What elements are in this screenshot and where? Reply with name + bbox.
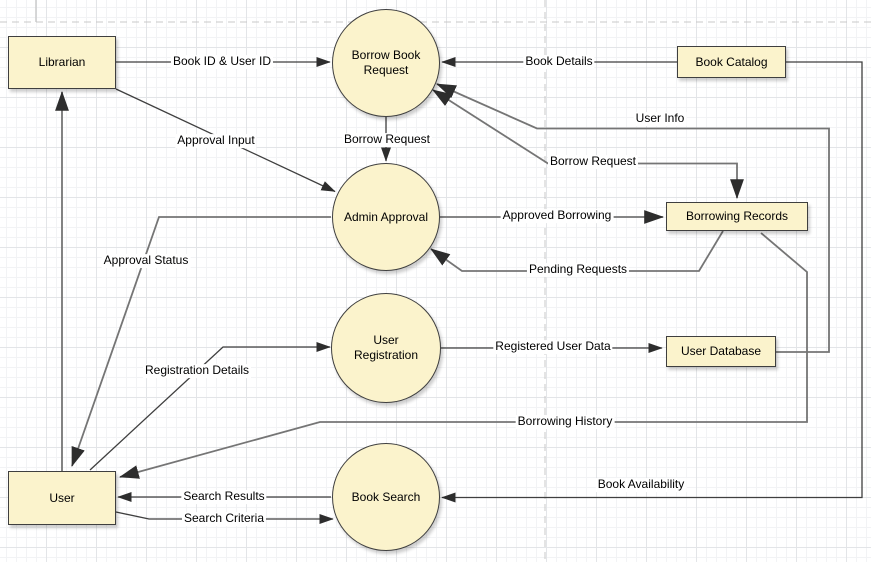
node-book-search-label: Book Search bbox=[351, 489, 421, 504]
flow-label-approved-borrowing[interactable]: Approved Borrowing bbox=[500, 208, 614, 223]
node-user-database[interactable]: User Database bbox=[666, 336, 776, 367]
flow-label-user-info[interactable]: User Info bbox=[633, 111, 687, 126]
flow-label-search-results[interactable]: Search Results bbox=[181, 489, 267, 504]
node-book-catalog[interactable]: Book Catalog bbox=[677, 46, 786, 78]
flow-label-pending-requests[interactable]: Pending Requests bbox=[526, 262, 630, 277]
flow-approval-status-line bbox=[71, 216, 331, 467]
node-librarian-label: Librarian bbox=[38, 55, 86, 69]
flow-label-book-details[interactable]: Book Details bbox=[523, 54, 595, 69]
flow-label-registered-user-data[interactable]: Registered User Data bbox=[493, 339, 613, 354]
node-book-search[interactable]: Book Search bbox=[332, 443, 440, 551]
flow-label-registration-details[interactable]: Registration Details bbox=[142, 363, 252, 378]
node-borrowing-records[interactable]: Borrowing Records bbox=[666, 202, 808, 231]
node-user[interactable]: User bbox=[8, 471, 116, 525]
flow-borrowing-history-line bbox=[119, 232, 808, 479]
flow-label-borrow-request-records[interactable]: Borrow Request bbox=[547, 154, 639, 169]
node-borrow-book-request-label: Borrow Book Request bbox=[351, 48, 421, 77]
flow-label-borrowing-history[interactable]: Borrowing History bbox=[515, 414, 615, 429]
flow-label-search-criteria[interactable]: Search Criteria bbox=[181, 511, 267, 526]
node-user-registration[interactable]: User Registration bbox=[331, 293, 441, 403]
node-user-label: User bbox=[49, 490, 75, 505]
node-librarian[interactable]: Librarian bbox=[8, 36, 116, 89]
node-user-database-label: User Database bbox=[680, 344, 762, 358]
flow-book-availability-line bbox=[441, 61, 863, 503]
flow-search-criteria-line bbox=[115, 511, 334, 525]
node-book-catalog-label: Book Catalog bbox=[695, 54, 768, 69]
node-user-registration-label: User Registration bbox=[353, 333, 419, 362]
flow-label-book-availability[interactable]: Book Availability bbox=[595, 477, 687, 492]
flow-label-borrow-request[interactable]: Borrow Request bbox=[341, 132, 433, 147]
node-admin-approval-label: Admin Approval bbox=[343, 209, 429, 224]
flow-label-approval-input[interactable]: Approval Input bbox=[175, 133, 257, 148]
flow-label-approval-status[interactable]: Approval Status bbox=[101, 253, 191, 268]
node-admin-approval[interactable]: Admin Approval bbox=[332, 163, 440, 271]
flow-borrow-request-records-line bbox=[432, 89, 744, 199]
node-borrowing-records-label: Borrowing Records bbox=[685, 209, 789, 223]
node-borrow-book-request[interactable]: Borrow Book Request bbox=[332, 9, 440, 117]
flow-registration-details-line bbox=[89, 341, 331, 471]
flow-label-book-id-user-id[interactable]: Book ID & User ID bbox=[170, 54, 274, 69]
